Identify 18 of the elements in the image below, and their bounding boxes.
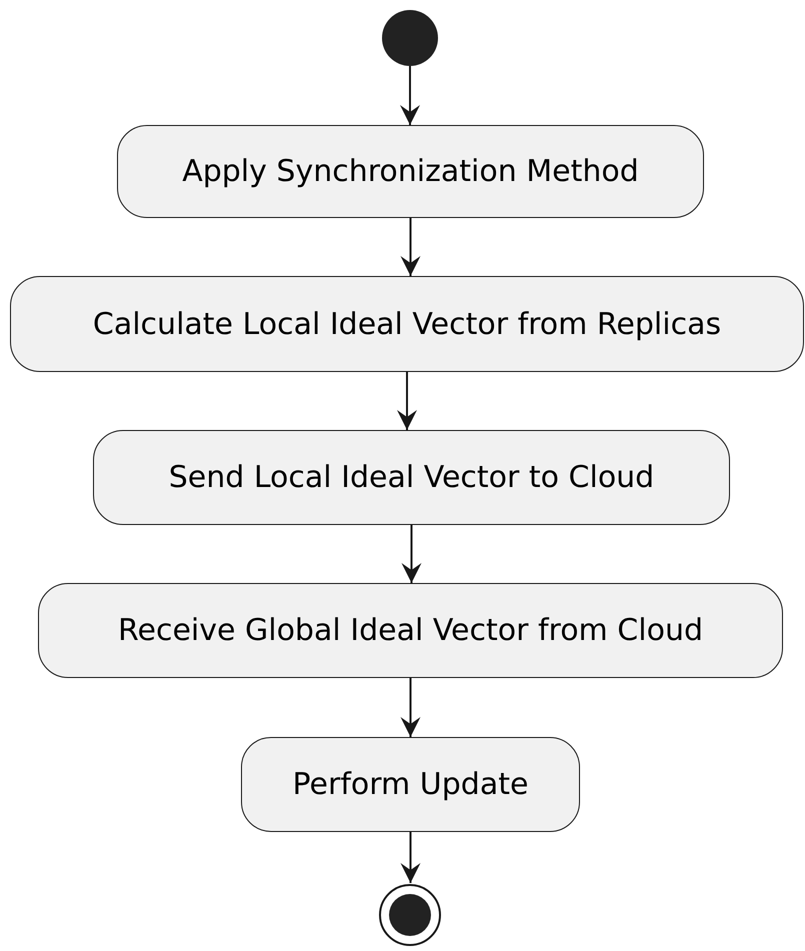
arrow	[400, 678, 420, 737]
arrow	[400, 832, 420, 883]
action-label: Apply Synchronization Method	[182, 154, 639, 189]
action-box	[93, 430, 730, 525]
arrow	[402, 525, 422, 583]
action-box	[10, 276, 804, 372]
arrow	[397, 372, 417, 430]
end-node	[378, 883, 442, 947]
start-node	[382, 10, 438, 66]
action-label: Send Local Ideal Vector to Cloud	[168, 460, 654, 495]
arrow	[400, 66, 420, 125]
action-label: Calculate Local Ideal Vector from Replicas	[92, 306, 722, 342]
action-box	[38, 583, 783, 678]
action-box	[117, 125, 704, 218]
action-box	[241, 737, 580, 832]
arrow	[400, 218, 420, 276]
action-label: Perform Update	[292, 767, 528, 802]
action-label: Receive Global Ideal Vector from Cloud	[118, 613, 703, 648]
